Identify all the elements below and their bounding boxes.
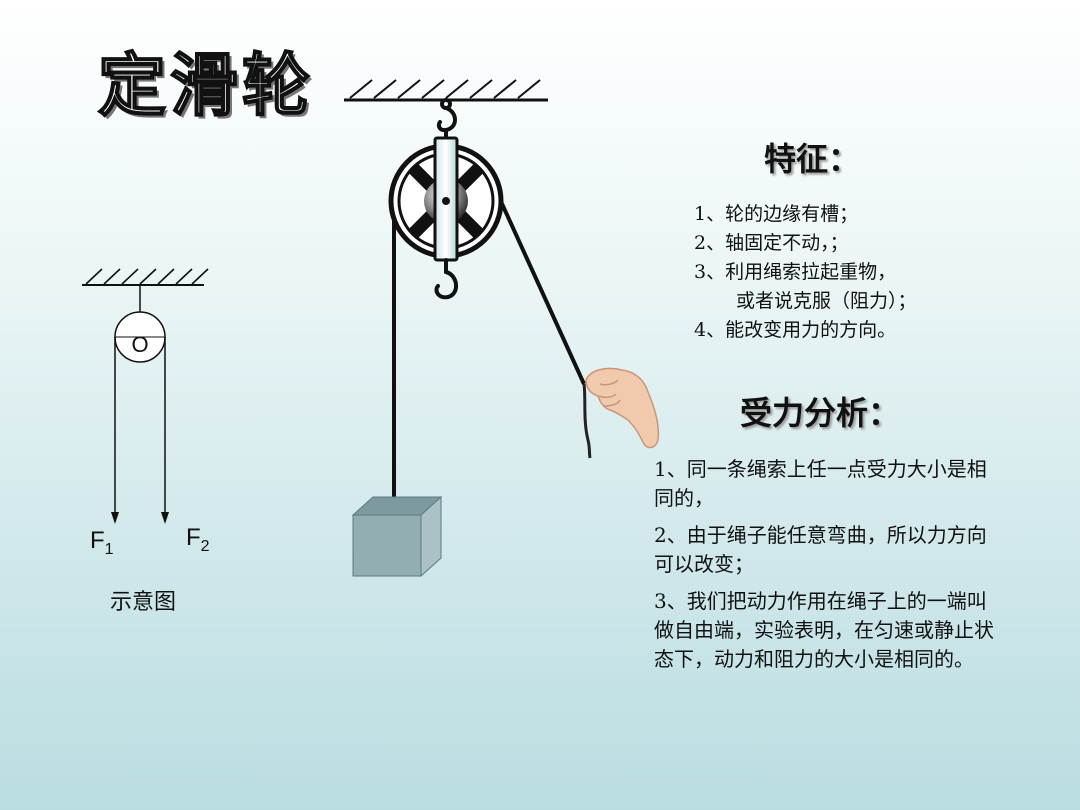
f1-arrow-icon bbox=[111, 512, 119, 524]
rope-right bbox=[496, 194, 586, 385]
feature-item: 1、轮的边缘有槽； bbox=[694, 203, 859, 225]
features-list: 1、轮的边缘有槽； 2、轴固定不动，； 3、利用绳索拉起重物， 或者说克服（阻力… bbox=[694, 200, 917, 345]
feature-item: 4、能改变用力的方向。 bbox=[694, 319, 897, 341]
features-heading: 特征： bbox=[764, 140, 861, 178]
f2-arrow-icon bbox=[161, 512, 169, 524]
analysis-paragraph: 2、由于绳子能任意弯曲，所以力方向可以改变； bbox=[654, 523, 987, 576]
top-hook bbox=[436, 98, 457, 142]
bottom-hook bbox=[434, 258, 458, 300]
analysis-paragraph: 1、同一条绳索上任一点受力大小是相同的， bbox=[654, 457, 987, 510]
f2-label: F2 bbox=[186, 524, 210, 555]
force-analysis-text: 1、同一条绳索上任一点受力大小是相同的， 2、由于绳子能任意弯曲，所以力方向可以… bbox=[654, 455, 994, 682]
page-title: 定滑轮 bbox=[97, 46, 315, 127]
rope-tail bbox=[582, 383, 592, 459]
force-analysis-heading: 受力分析： bbox=[740, 394, 901, 432]
pulley-bracket bbox=[433, 136, 459, 262]
feature-item: 3、利用绳索拉起重物， bbox=[694, 261, 897, 283]
hand-icon bbox=[585, 367, 660, 449]
analysis-paragraph: 3、我们把动力作用在绳子上的一端叫做自由端，实验表明，在匀速或静止状态下，动力和… bbox=[654, 589, 994, 671]
feature-item: 或者说克服（阻力）； bbox=[736, 290, 917, 312]
schematic-center-label: O bbox=[131, 332, 148, 357]
weight-block bbox=[351, 495, 443, 578]
ceiling-main bbox=[344, 79, 548, 102]
feature-item: 2、轴固定不动，； bbox=[694, 232, 849, 254]
schematic-diagram: O bbox=[82, 268, 209, 524]
f1-label: F1 bbox=[90, 527, 114, 558]
schematic-caption: 示意图 bbox=[110, 590, 177, 615]
